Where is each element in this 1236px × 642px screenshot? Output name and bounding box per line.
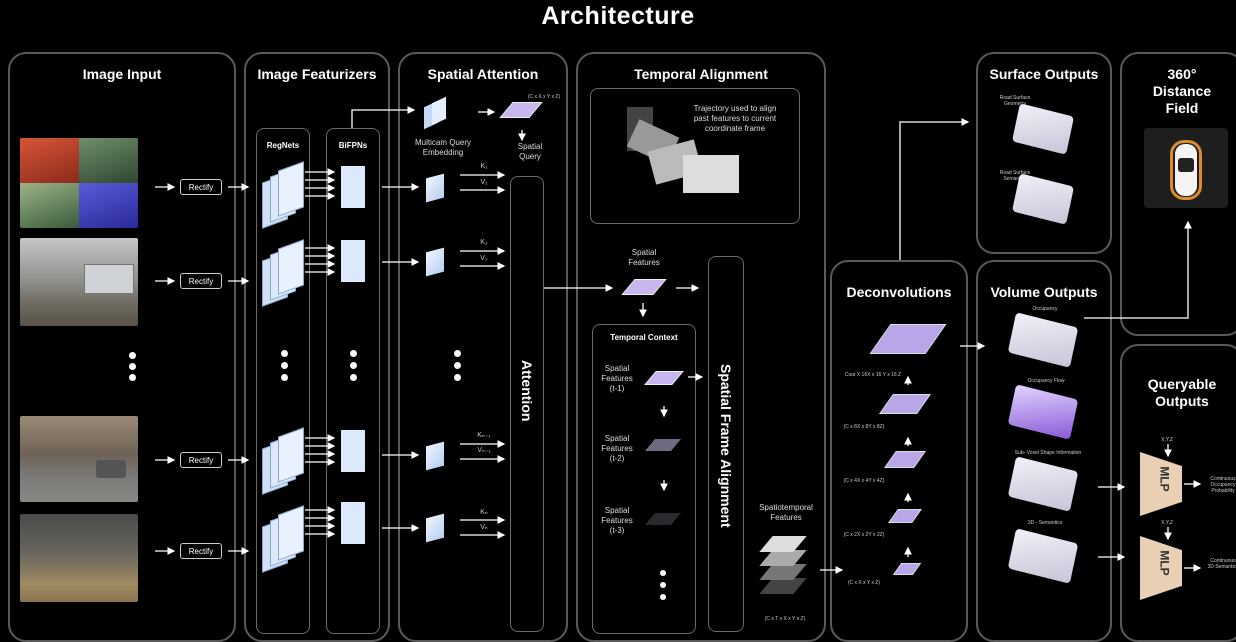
regnets-label: RegNets <box>266 141 300 150</box>
surface-outputs-title: Surface Outputs <box>989 66 1099 82</box>
deconv-dims-1: Cout X 16X x 16 Y x 16 Z <box>844 372 902 378</box>
value-label-n: Vₙ <box>480 524 488 531</box>
features-t2-label: Spatial Features (t-2) <box>601 434 633 463</box>
spatial-query-dims: (C x X x Y x Z) <box>527 94 561 100</box>
regnet-ellipsis-dot <box>281 350 288 357</box>
attention-block <box>510 176 544 632</box>
bifpn-ellipsis-dot <box>350 362 357 369</box>
rectify-block-1: Rectify <box>180 179 222 195</box>
features-t1-label: Spatial Features (t-1) <box>601 364 633 393</box>
camera-image-street-1 <box>20 238 138 326</box>
value-label-1: V₁ <box>480 179 488 186</box>
deconvolutions-title: Deconvolutions <box>846 284 952 300</box>
bifpn-ellipsis-dot <box>350 350 357 357</box>
temporal-ellipsis-dot <box>660 582 666 588</box>
image-input-title: Image Input <box>82 66 162 82</box>
camera-ellipsis-dot <box>129 363 136 370</box>
bifpn-ellipsis-dot <box>350 374 357 381</box>
trajectory-label: Trajectory used to align past features t… <box>693 104 777 133</box>
value-label-2: V₂ <box>480 255 488 262</box>
bifpn-block-2 <box>341 240 365 282</box>
distance-field-panel: 360° Distance Field <box>1120 52 1236 336</box>
occupancy-label: Occupancy <box>1032 306 1058 312</box>
deconv-dims-4: (C x 2X x 2Y x 2Z) <box>843 532 885 538</box>
distance-field-image <box>1144 128 1228 208</box>
key-label-2: K₂ <box>480 239 488 246</box>
semantics-3d-output: Continuous 3D Semantics <box>1207 558 1236 570</box>
distance-field-title: 360° Distance Field <box>1152 66 1212 116</box>
camera-image-street-2 <box>20 416 138 502</box>
rectify-block-4: Rectify <box>180 543 222 559</box>
image-featurizers-title: Image Featurizers <box>257 66 377 82</box>
spatial-features-label: Spatial Features <box>628 248 660 267</box>
mlp-input-label-1: X,Y,Z <box>1161 437 1173 443</box>
spatiotemporal-label: Spatiotemporal Features <box>759 503 813 522</box>
camera-ellipsis-dot <box>129 374 136 381</box>
rectify-block-3: Rectify <box>180 452 222 468</box>
key-label-1: K₁ <box>480 163 488 170</box>
mlp-input-label-2: X,Y,Z <box>1161 520 1173 526</box>
bifpn-block-4 <box>341 502 365 544</box>
spatial-attention-title: Spatial Attention <box>427 66 539 82</box>
bifpn-block-1 <box>341 166 365 208</box>
key-label-n-minus-1: Kₙ₋₁ <box>477 432 491 439</box>
subvoxel-shape-label: Sub- Voxel Shape Information <box>1014 450 1082 456</box>
attention-ellipsis-dot <box>454 374 461 381</box>
surface-outputs-panel: Surface Outputs <box>976 52 1112 254</box>
regnet-ellipsis-dot <box>281 362 288 369</box>
frame-alignment-block <box>708 256 744 632</box>
bifpns-label: BiFPNs <box>338 141 368 150</box>
spatiotemporal-dims: (C x T x X x Y x Z) <box>764 616 806 622</box>
occupancy-probability-output: Continuous Occupancy Probability <box>1210 476 1236 494</box>
semantics3d-label: 3D - Semantics <box>1027 520 1063 526</box>
value-label-n-minus-1: Vₙ₋₁ <box>477 447 491 454</box>
temporal-ellipsis-dot <box>660 594 666 600</box>
deconv-dims-5: (C x X x Y x Z) <box>847 580 881 586</box>
temporal-context-title: Temporal Context <box>610 333 678 342</box>
features-t3-label: Spatial Features (t-3) <box>601 506 633 535</box>
regnet-ellipsis-dot <box>281 374 288 381</box>
attention-ellipsis-dot <box>454 362 461 369</box>
key-label-n: Kₙ <box>480 509 488 516</box>
volume-outputs-title: Volume Outputs <box>990 284 1098 300</box>
road-semantics-label: Road Surface Semantics <box>999 170 1031 182</box>
attention-ellipsis-dot <box>454 350 461 357</box>
multicam-query-label: Multicam Query Embedding <box>414 138 471 157</box>
camera-image-multiview <box>20 138 138 228</box>
camera-ellipsis-dot <box>129 352 136 359</box>
trajectory-box <box>590 88 800 224</box>
temporal-ellipsis-dot <box>660 570 666 576</box>
temporal-alignment-title: Temporal Alignment <box>634 66 768 82</box>
deconv-dims-2: (C x 8X x 8Y x 8Z) <box>843 424 885 430</box>
camera-image-street-3 <box>20 514 138 602</box>
page-title: Architecture <box>541 2 695 30</box>
rectify-block-2: Rectify <box>180 273 222 289</box>
road-geometry-label: Road Surface Geometry <box>999 95 1031 107</box>
spatial-query-label: Spatial Query <box>517 142 543 161</box>
deconv-dims-3: (C x 4X x 4Y x 4Z) <box>843 478 885 484</box>
bifpn-block-3 <box>341 430 365 472</box>
queryable-outputs-title: Queryable Outputs <box>1147 376 1217 409</box>
occupancy-flow-label: Occupancy Flow <box>1027 378 1065 384</box>
